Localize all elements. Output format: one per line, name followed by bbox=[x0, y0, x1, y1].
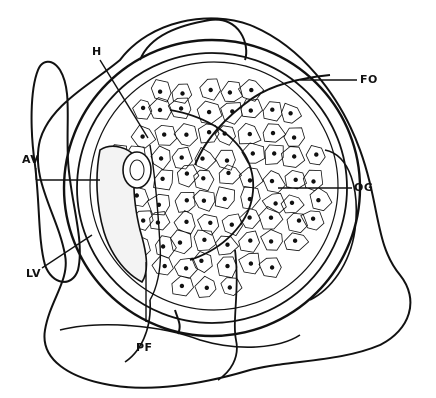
yolk-cell bbox=[198, 214, 219, 235]
right-flap bbox=[310, 150, 356, 300]
cell-nucleus bbox=[225, 159, 229, 163]
cell-nucleus bbox=[289, 112, 293, 116]
cell-nucleus bbox=[158, 108, 162, 112]
cell-nucleus bbox=[251, 152, 255, 156]
label-pf: PF bbox=[136, 342, 153, 353]
cell-nucleus bbox=[270, 266, 274, 270]
cell-nucleus bbox=[226, 243, 230, 247]
cell-nucleus bbox=[248, 132, 252, 136]
cell-nucleus bbox=[185, 172, 189, 176]
cell-nucleus bbox=[248, 179, 252, 183]
cell-nucleus bbox=[292, 155, 296, 159]
cell-nucleus bbox=[203, 238, 207, 242]
cell-nucleus bbox=[185, 199, 189, 203]
cell-nucleus bbox=[207, 130, 211, 134]
yolk-cell bbox=[287, 213, 308, 232]
cell-nucleus bbox=[202, 199, 206, 203]
yolk-cell bbox=[152, 255, 173, 275]
cell-nucleus bbox=[297, 219, 301, 223]
yolk-cell bbox=[241, 99, 263, 118]
cell-nucleus bbox=[271, 131, 275, 135]
cell-nucleus bbox=[161, 245, 165, 249]
label-av: AV bbox=[22, 154, 39, 165]
label-fo: FO bbox=[360, 74, 378, 85]
cell-nucleus bbox=[269, 216, 273, 220]
cell-nucleus bbox=[163, 264, 167, 268]
yolk-cell bbox=[156, 236, 177, 258]
label-h: H bbox=[92, 46, 102, 57]
cell-nucleus bbox=[226, 264, 230, 268]
cell-nucleus bbox=[294, 178, 298, 182]
cell-nucleus bbox=[271, 108, 275, 112]
cell-nucleus bbox=[209, 88, 213, 92]
cell-nucleus bbox=[249, 262, 253, 266]
cell-nucleus bbox=[293, 239, 297, 243]
cell-nucleus bbox=[230, 223, 234, 227]
cell-nucleus bbox=[181, 92, 185, 96]
cell-nucleus bbox=[249, 239, 253, 243]
cell-nucleus bbox=[248, 216, 252, 220]
cell-nucleus bbox=[162, 133, 166, 137]
cell-nucleus bbox=[200, 259, 204, 263]
cell-nucleus bbox=[141, 219, 145, 223]
cell-nucleus bbox=[135, 194, 139, 198]
cell-nucleus bbox=[158, 90, 162, 94]
leader-h bbox=[100, 60, 148, 138]
cell-nucleus bbox=[184, 267, 188, 271]
cell-nucleus bbox=[161, 177, 165, 181]
cell-nucleus bbox=[272, 152, 276, 156]
cell-nucleus bbox=[312, 180, 316, 184]
cell-nucleus bbox=[159, 157, 163, 161]
cell-nucleus bbox=[317, 198, 321, 202]
cell-nucleus bbox=[270, 179, 274, 183]
cell-nucleus bbox=[311, 217, 315, 221]
cell-nucleus bbox=[185, 220, 189, 224]
cell-nucleus bbox=[228, 286, 232, 290]
cell-nucleus bbox=[180, 156, 184, 160]
cell-nucleus bbox=[178, 241, 182, 245]
cell-nucleus bbox=[227, 171, 231, 175]
cell-nucleus bbox=[228, 91, 232, 95]
cell-nucleus bbox=[250, 88, 254, 92]
cell-nucleus bbox=[209, 221, 213, 225]
cell-nucleus bbox=[202, 177, 206, 181]
yolk-cell bbox=[263, 171, 285, 193]
yolk-cell bbox=[310, 188, 332, 211]
heart bbox=[123, 152, 151, 188]
cell-nucleus bbox=[179, 107, 183, 111]
cell-nucleus bbox=[290, 201, 294, 205]
yolk-cell bbox=[175, 192, 195, 212]
outer-membrane bbox=[38, 18, 411, 387]
cell-nucleus bbox=[249, 109, 253, 113]
cell-nucleus bbox=[185, 133, 189, 137]
yolk-cell bbox=[194, 170, 214, 191]
cell-nucleus bbox=[292, 136, 296, 140]
cell-nucleus bbox=[274, 202, 278, 206]
cell-nucleus bbox=[180, 284, 184, 288]
cell-nucleus bbox=[201, 157, 205, 161]
cell-nucleus bbox=[141, 135, 145, 139]
cell-nucleus bbox=[141, 106, 145, 110]
cell-nucleus bbox=[223, 197, 227, 201]
label-og: OG bbox=[354, 182, 373, 193]
label-lv: LV bbox=[26, 268, 41, 279]
cell-nucleus bbox=[207, 110, 211, 114]
cell-nucleus bbox=[269, 240, 273, 244]
cell-nucleus bbox=[205, 286, 209, 290]
vessel-right bbox=[218, 250, 237, 380]
cell-nucleus bbox=[315, 153, 319, 157]
